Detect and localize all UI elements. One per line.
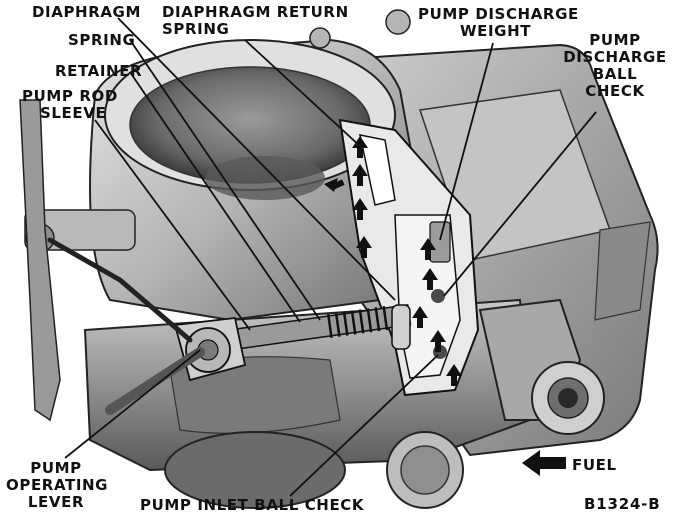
label-pump-discharge-ball-check: PUMP DISCHARGE BALL CHECK xyxy=(560,32,670,100)
label-pump-operating-lever-line2: OPERATING xyxy=(6,476,109,494)
leader-pump-discharge-ball-check xyxy=(443,111,597,297)
leader-pump-operating-lever xyxy=(64,349,201,459)
label-pump-inlet-ball-check: PUMP INLET BALL CHECK xyxy=(140,496,365,514)
leader-lines xyxy=(64,17,597,497)
pump-rod-assembly xyxy=(47,237,412,415)
label-pump-discharge-ball-check-line1: PUMP xyxy=(589,31,641,49)
label-spring: SPRING xyxy=(68,31,136,49)
label-pump-discharge-weight-line2: WEIGHT xyxy=(460,22,532,40)
label-pump-operating-lever-line1: PUMP xyxy=(30,459,82,477)
leader-diaphragm-return-spring xyxy=(244,39,363,149)
label-pump-rod-sleeve-line2: SLEEVE xyxy=(40,104,107,122)
figure-id: B1324-B xyxy=(584,495,661,513)
label-diaphragm-return-spring: DIAPHRAGM RETURN SPRING xyxy=(162,4,349,38)
label-pump-discharge-ball-check-line2: DISCHARGE xyxy=(563,48,667,66)
legend-fuel-label: FUEL xyxy=(572,456,617,474)
label-pump-rod-sleeve-line1: PUMP ROD xyxy=(22,87,118,105)
label-pump-rod-sleeve: PUMP ROD SLEEVE xyxy=(22,88,118,122)
label-diaphragm-return-spring-line1: DIAPHRAGM RETURN xyxy=(162,3,349,21)
label-diaphragm-return-spring-line2: SPRING xyxy=(162,20,230,38)
label-diaphragm: DIAPHRAGM xyxy=(32,3,141,21)
label-pump-discharge-ball-check-line4: CHECK xyxy=(585,82,645,100)
leader-pump-rod-sleeve xyxy=(94,119,251,331)
leader-pump-inlet-ball-check xyxy=(289,354,439,497)
label-pump-operating-lever: PUMP OPERATING LEVER xyxy=(6,459,109,511)
fuel-arrow-icon xyxy=(522,450,566,476)
label-pump-operating-lever-line3: LEVER xyxy=(27,493,85,511)
label-pump-discharge-ball-check-line3: BALL xyxy=(592,65,638,83)
leader-spring xyxy=(129,39,321,321)
pump-cutaway xyxy=(324,118,480,397)
label-retainer: RETAINER xyxy=(55,62,143,80)
label-pump-discharge-weight: PUMP DISCHARGE WEIGHT xyxy=(418,6,579,40)
leader-diaphragm xyxy=(117,17,396,301)
label-pump-discharge-weight-line1: PUMP DISCHARGE xyxy=(418,5,579,23)
leader-retainer xyxy=(129,71,301,323)
leader-pump-discharge-weight xyxy=(439,42,494,241)
